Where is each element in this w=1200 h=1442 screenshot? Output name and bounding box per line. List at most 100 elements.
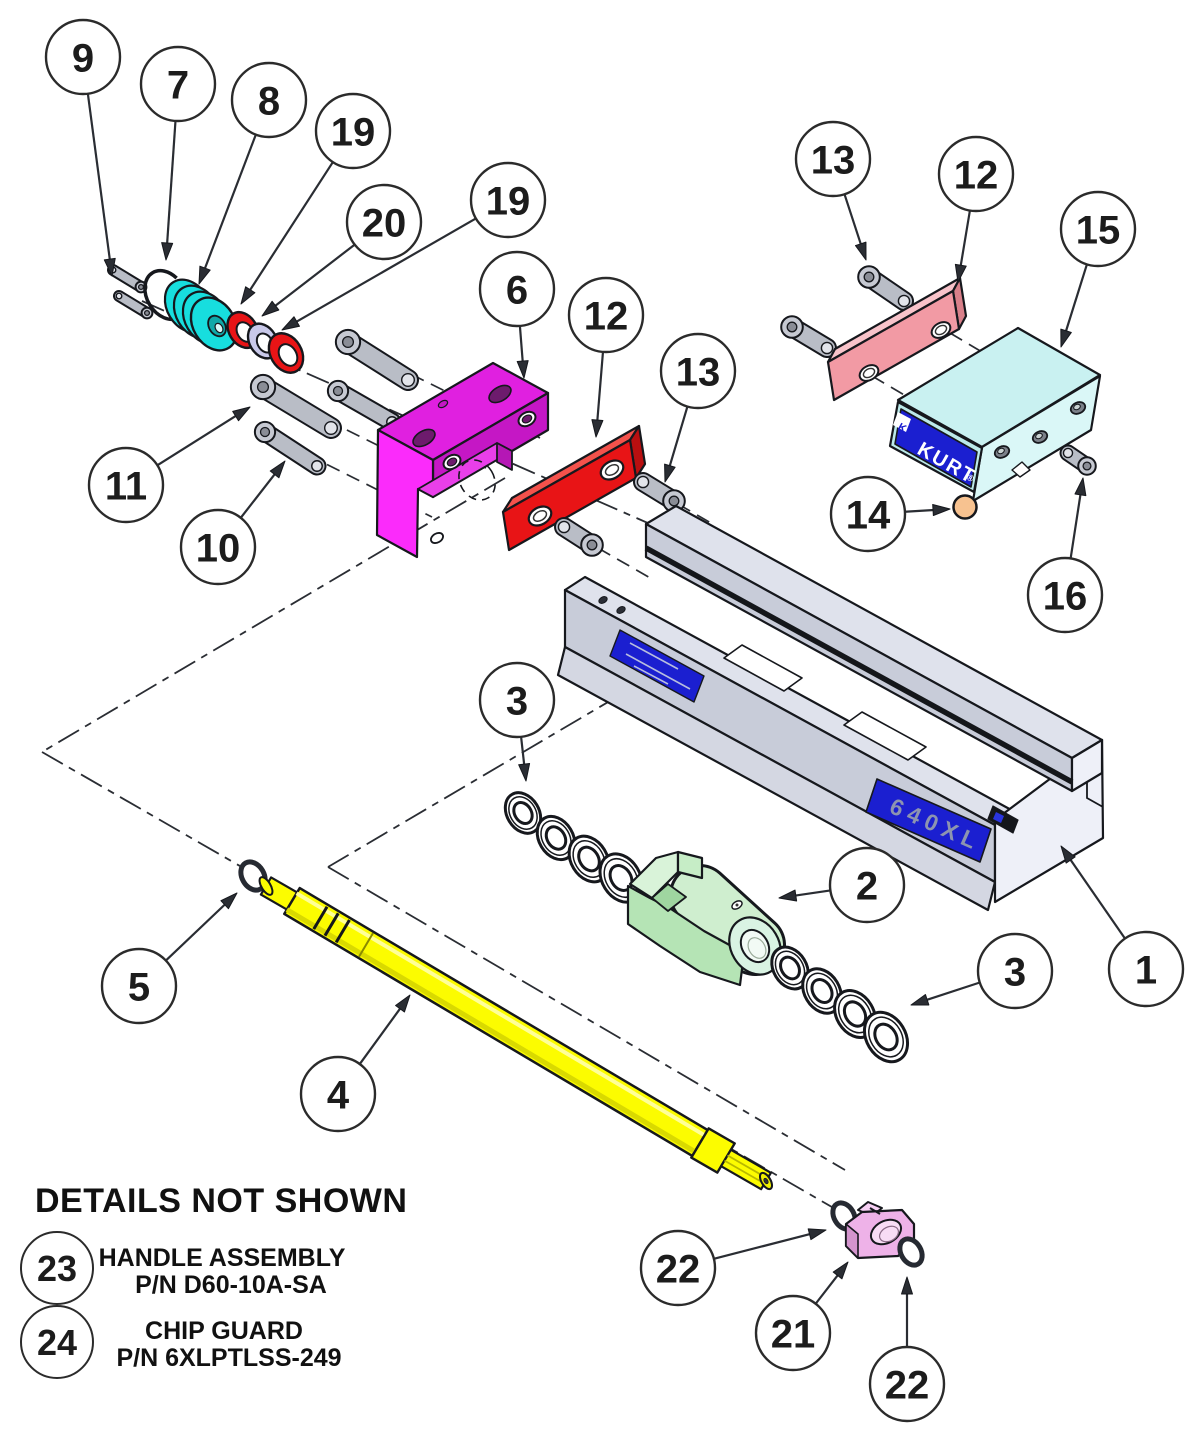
part-handle-coupler bbox=[844, 1201, 916, 1260]
balloon-15: 15 bbox=[1059, 190, 1137, 348]
balloon-7: 7 bbox=[139, 45, 217, 261]
balloon-circle bbox=[345, 183, 423, 261]
balloon-8: 8 bbox=[198, 61, 308, 285]
balloon-circle bbox=[868, 1345, 946, 1423]
balloon-number: 8 bbox=[258, 79, 280, 123]
balloon-number: 14 bbox=[846, 493, 891, 537]
balloon-circle bbox=[659, 332, 737, 410]
balloon-circle bbox=[976, 932, 1054, 1010]
balloon-number: 12 bbox=[954, 153, 999, 197]
balloon-circle bbox=[478, 661, 556, 739]
part-vise-screw-shaft bbox=[258, 876, 774, 1191]
balloon-number: 13 bbox=[676, 350, 721, 394]
balloon-2: 2 bbox=[778, 846, 906, 924]
balloon-circle bbox=[1059, 190, 1137, 268]
socket-head-cap-screw-icon bbox=[249, 373, 342, 439]
o-ring-seal-icon bbox=[503, 791, 543, 835]
balloon-circle bbox=[794, 120, 872, 198]
leader-arrowhead bbox=[901, 1276, 913, 1295]
leader-arrowhead bbox=[778, 889, 798, 902]
balloon-circle bbox=[567, 276, 645, 354]
leader-arrowhead bbox=[269, 460, 286, 479]
balloon-1: 1 bbox=[1060, 845, 1185, 1008]
socket-head-cap-screw-icon bbox=[857, 265, 914, 311]
balloon-circle bbox=[230, 61, 308, 139]
part-jaw-plate-red bbox=[501, 424, 647, 552]
leader-arrowhead bbox=[232, 406, 251, 422]
balloon-5: 5 bbox=[100, 892, 238, 1025]
leader-arrowhead bbox=[807, 1228, 827, 1241]
balloon-number: 24 bbox=[37, 1322, 77, 1363]
balloon-circle bbox=[754, 1294, 832, 1372]
kurt-reg-mark: ® bbox=[965, 472, 976, 484]
balloon-number: 10 bbox=[196, 526, 241, 570]
balloon-circle bbox=[1107, 930, 1185, 1008]
leader-arrowhead bbox=[281, 316, 300, 331]
o-ring-seal-icon bbox=[801, 967, 843, 1015]
leader-arrowhead bbox=[220, 892, 238, 910]
balloon-number: 11 bbox=[105, 464, 147, 508]
o-ring-icon bbox=[897, 1236, 925, 1268]
leader-arrowhead bbox=[261, 300, 280, 317]
part-thrust-block bbox=[375, 361, 550, 559]
balloon-number: 6 bbox=[506, 268, 528, 312]
leader-arrowhead bbox=[954, 263, 967, 283]
balloon-circle bbox=[20, 1231, 94, 1305]
balloon-19: 19 bbox=[240, 92, 392, 305]
leader-arrowhead bbox=[854, 241, 867, 261]
leader-arrowhead bbox=[198, 265, 211, 285]
balloon-number: 12 bbox=[584, 294, 629, 338]
balloon-11: 11 bbox=[87, 406, 251, 524]
balloon-circle bbox=[469, 161, 547, 239]
balloon-number: 19 bbox=[486, 179, 531, 223]
leader-arrowhead bbox=[1060, 328, 1072, 348]
leader-arrowhead bbox=[664, 463, 676, 483]
balloon-number: 3 bbox=[506, 679, 528, 723]
part-jaw-plate-pink bbox=[826, 276, 968, 402]
balloon-circle bbox=[87, 446, 165, 524]
warning-label bbox=[609, 629, 705, 703]
balloon-circle bbox=[100, 947, 178, 1025]
leader-arrowhead bbox=[516, 360, 529, 379]
o-ring-seal-icon bbox=[535, 814, 577, 862]
balloon-number: 7 bbox=[167, 63, 189, 107]
note-part-number: P/N D60-10A-SA bbox=[135, 1271, 327, 1299]
balloon-circle bbox=[20, 1305, 94, 1379]
nylon-ball-icon bbox=[952, 494, 978, 520]
set-screw-icon bbox=[107, 264, 148, 294]
leader-arrowhead bbox=[1074, 477, 1087, 497]
part-vise-nut bbox=[626, 850, 786, 987]
balloon-3: 3 bbox=[478, 661, 556, 782]
leader-arrowhead bbox=[832, 1261, 849, 1280]
socket-head-cap-screw-icon bbox=[633, 472, 686, 513]
leader-arrowhead bbox=[161, 242, 174, 261]
balloon-circle bbox=[314, 92, 392, 170]
balloon-number: 16 bbox=[1043, 574, 1088, 618]
socket-head-cap-screw-icon bbox=[554, 517, 604, 557]
balloon-22: 22 bbox=[639, 1228, 827, 1307]
leader-arrowhead bbox=[910, 993, 930, 1006]
balloon-9: 9 bbox=[44, 18, 122, 277]
leader-arrowhead bbox=[395, 994, 411, 1013]
leader-arrowhead bbox=[103, 257, 116, 277]
balloon-circle bbox=[179, 508, 257, 586]
thrust-washer-icon bbox=[267, 332, 305, 374]
balloon-13: 13 bbox=[794, 120, 872, 261]
balloon-number: 1 bbox=[1135, 948, 1157, 992]
balloon-number: 2 bbox=[856, 864, 878, 908]
balloon-number: 13 bbox=[811, 138, 856, 182]
balloon-number: 21 bbox=[771, 1312, 816, 1356]
leader-arrowhead bbox=[932, 504, 951, 517]
leader-arrowhead bbox=[518, 762, 531, 782]
note-part-name: CHIP GUARD bbox=[145, 1317, 303, 1345]
leader-arrowhead bbox=[240, 286, 256, 305]
balloon-number: 9 bbox=[72, 36, 94, 80]
balloon-20: 20 bbox=[261, 183, 423, 317]
balloon-circle bbox=[639, 1229, 717, 1307]
balloon-number: 23 bbox=[37, 1248, 77, 1289]
